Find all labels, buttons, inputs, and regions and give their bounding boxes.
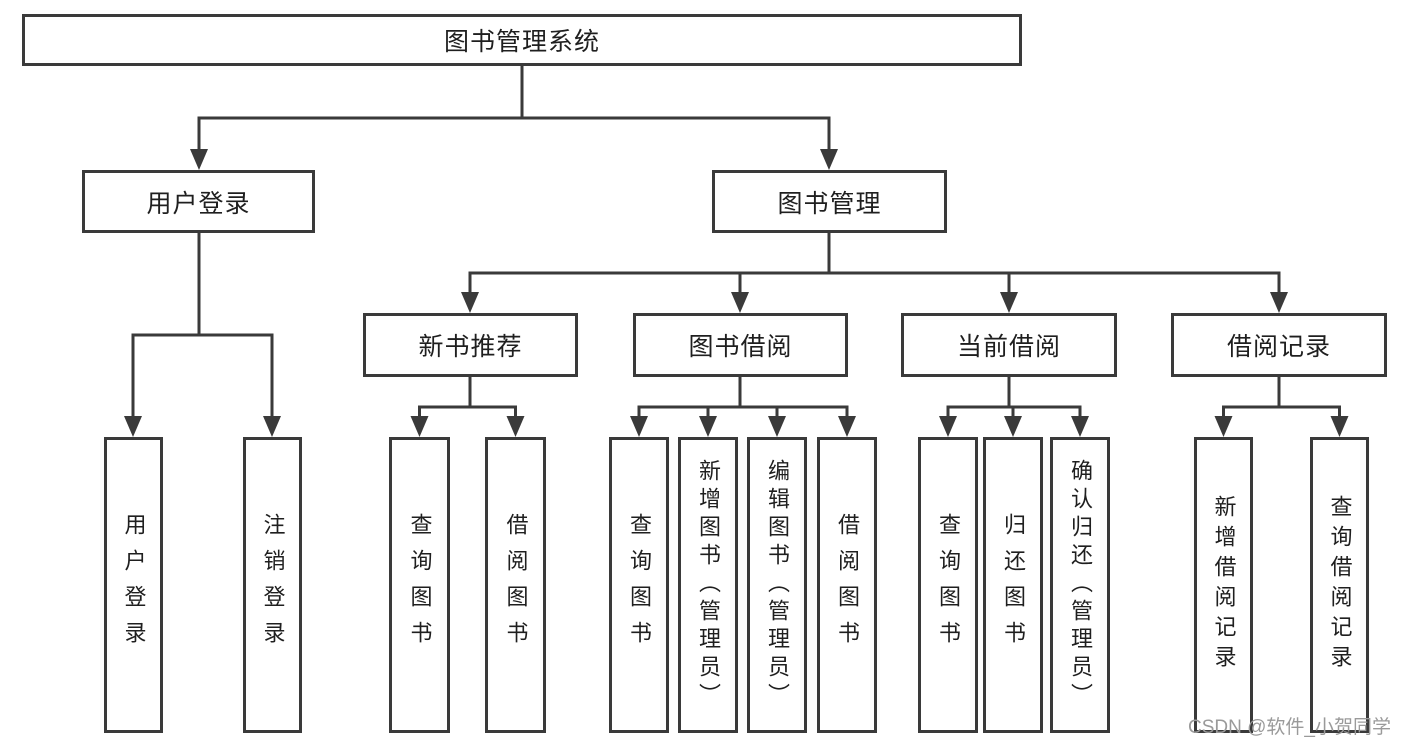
node-current-borrowing: 当前借阅 <box>901 313 1117 377</box>
connector-arrowheads <box>124 149 1349 437</box>
node-book-borrowing-label: 图书借阅 <box>688 333 793 361</box>
node-new-book-recommend: 新书推荐 <box>363 313 578 377</box>
leaf-query-books-current: 查询图书 <box>918 437 978 733</box>
csdn-watermark: CSDN @软件_小贺同学 <box>1188 717 1391 738</box>
node-book-management-label: 图书管理 <box>777 189 882 218</box>
node-new-book-recommend-label: 新书推荐 <box>418 333 523 361</box>
leaf-add-borrow-record-label: 新增借阅记录 <box>1211 495 1237 675</box>
leaf-query-borrow-record-label: 查询借阅记录 <box>1327 495 1353 675</box>
node-user-login: 用户登录 <box>82 170 315 233</box>
node-current-borrowing-label: 当前借阅 <box>956 333 1061 361</box>
leaf-edit-book-admin: 编辑图书（管理员） <box>747 437 807 733</box>
leaf-add-book-admin: 新增图书（管理员） <box>678 437 738 733</box>
node-borrowing-records-label: 借阅记录 <box>1226 333 1331 361</box>
leaf-borrow-books-borrowing-label: 借阅图书 <box>835 513 860 657</box>
node-book-borrowing: 图书借阅 <box>633 313 848 377</box>
leaf-query-books-borrowing: 查询图书 <box>609 437 669 733</box>
node-book-management: 图书管理 <box>712 170 947 233</box>
leaf-return-book-label: 归还图书 <box>1001 513 1026 657</box>
leaf-logout: 注销登录 <box>243 437 302 733</box>
leaf-edit-book-admin-label: 编辑图书（管理员） <box>765 459 790 711</box>
leaf-query-books-current-label: 查询图书 <box>936 513 961 657</box>
leaf-borrow-books-recommend-label: 借阅图书 <box>503 513 529 657</box>
node-borrowing-records: 借阅记录 <box>1171 313 1387 377</box>
leaf-confirm-return-admin: 确认归还（管理员） <box>1050 437 1110 733</box>
leaf-confirm-return-admin-label: 确认归还（管理员） <box>1068 459 1093 711</box>
leaf-add-borrow-record: 新增借阅记录 <box>1194 437 1253 733</box>
leaf-borrow-books-recommend: 借阅图书 <box>485 437 546 733</box>
leaf-user-login: 用户登录 <box>104 437 163 733</box>
leaf-query-books-recommend: 查询图书 <box>389 437 450 733</box>
root-node-label: 图书管理系统 <box>443 28 600 56</box>
root-node-library-system: 图书管理系统 <box>22 14 1022 66</box>
leaf-query-borrow-record: 查询借阅记录 <box>1310 437 1369 733</box>
leaf-query-books-recommend-label: 查询图书 <box>407 513 433 657</box>
leaf-query-books-borrowing-label: 查询图书 <box>627 513 652 657</box>
leaf-borrow-books-borrowing: 借阅图书 <box>817 437 877 733</box>
leaf-user-login-label: 用户登录 <box>121 513 147 657</box>
node-user-login-label: 用户登录 <box>146 189 251 218</box>
leaf-add-book-admin-label: 新增图书（管理员） <box>696 459 721 711</box>
leaf-logout-label: 注销登录 <box>260 513 286 657</box>
leaf-return-book: 归还图书 <box>983 437 1043 733</box>
